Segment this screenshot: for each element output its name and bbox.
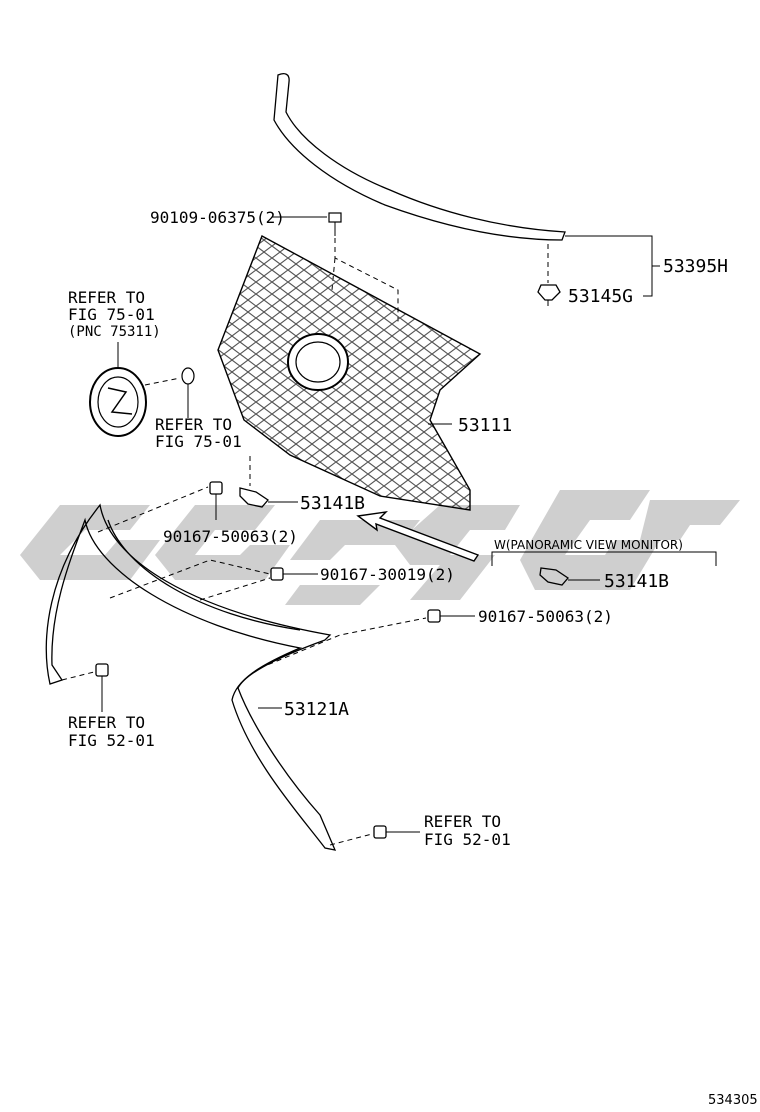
nut-icon[interactable] [209,481,223,495]
moulding-label: 53395H [663,256,728,277]
nut-right-label: 90167-50063(2) [478,607,613,626]
bolt-icon[interactable] [328,212,342,236]
refer-emblem-line3: (PNC 75311) [68,324,161,340]
refer-bumper-left-line2: FIG 52-01 [68,731,155,750]
grille-surround[interactable] [45,503,337,851]
nut-right-icon[interactable] [427,609,441,623]
upper-moulding[interactable] [273,73,566,241]
bolt-bottom-icon[interactable] [373,825,387,839]
bracket-left-icon[interactable] [239,487,269,508]
grille-label: 53111 [458,415,512,436]
option-note: W(PANORAMIC VIEW MONITOR) [494,538,683,552]
bracket-left-label: 53141B [300,493,365,514]
bolt-left-icon[interactable] [95,663,109,677]
clip-icon[interactable] [537,284,561,306]
emblem-icon [89,367,147,437]
bracket-right-label: 53141B [604,571,669,592]
illustration-number: 534305 [708,1093,758,1108]
refer-emblem-line1: REFER TO [68,288,145,307]
bolt-top-label: 90109-06375(2) [150,208,285,227]
nut-left-label: 90167-50063(2) [163,527,298,546]
refer-bumper-left-line1: REFER TO [68,713,145,732]
clip-top-label: 53145G [568,286,633,307]
nut-mid-icon[interactable] [270,567,284,581]
refer-emblem-line2: FIG 75-01 [68,305,155,324]
watermark-logo [20,490,740,605]
refer-small-line1: REFER TO [155,415,232,434]
emblem-clip-icon [181,367,195,385]
refer-bumper-right-line2: FIG 52-01 [424,830,511,849]
bracket-right-icon[interactable] [539,567,569,586]
refer-bumper-right-line1: REFER TO [424,812,501,831]
nut-mid-label: 90167-30019(2) [320,565,455,584]
refer-small-line2: FIG 75-01 [155,432,242,451]
surround-label: 53121A [284,699,349,720]
radiator-grille[interactable] [217,235,482,511]
